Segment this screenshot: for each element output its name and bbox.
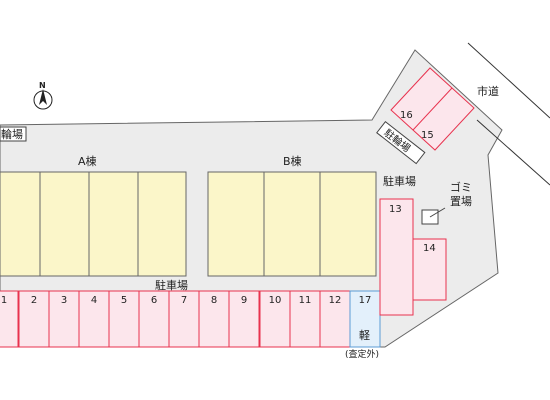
bike-parking-left <box>0 126 27 142</box>
exempt-label: (査定外) <box>345 348 379 360</box>
parking-number-15: 15 <box>421 130 434 141</box>
north-label: N <box>39 81 46 90</box>
parking-number-7: 7 <box>181 295 187 306</box>
parking-number-14: 14 <box>423 243 436 254</box>
parking-space-7 <box>168 290 200 348</box>
parking-space-2 <box>18 290 50 348</box>
parking-space-4 <box>78 290 110 348</box>
garbage-label-2: 置場 <box>450 195 472 208</box>
parking-number-17: 17 <box>359 295 372 306</box>
parking-space-14 <box>412 238 447 301</box>
parking-space-5 <box>108 290 140 348</box>
parking-space-1 <box>0 290 19 348</box>
bike-parking-left-label: 輪場 <box>1 127 23 141</box>
corner-parking <box>390 67 475 151</box>
parking-space-3 <box>48 290 80 348</box>
building-a-label: A棟 <box>78 154 97 168</box>
parking-number-11: 11 <box>299 295 312 306</box>
parking-top-right-label: 駐車場 <box>383 174 416 188</box>
parking-number-13: 13 <box>389 204 402 215</box>
parking-number-12: 12 <box>329 295 342 306</box>
parking-number-4: 4 <box>91 295 97 306</box>
parking-number-10: 10 <box>269 295 282 306</box>
parking-number-16: 16 <box>400 110 413 121</box>
garbage-label-1: ゴミ <box>450 180 472 194</box>
building-b <box>207 171 377 277</box>
parking-number-1: 1 <box>1 295 7 306</box>
parking-space-6 <box>138 290 170 348</box>
road-label: 市道 <box>477 84 499 98</box>
parking-number-5: 5 <box>121 295 127 306</box>
road-line <box>467 42 550 119</box>
garbage-box-icon <box>421 207 446 225</box>
road-line <box>476 119 550 186</box>
parking-number-3: 3 <box>61 295 67 306</box>
north-arrow-icon <box>33 89 53 110</box>
parking-space-17 <box>349 290 381 348</box>
kei-label: 軽 <box>359 329 370 342</box>
parking-number-9: 9 <box>241 295 247 306</box>
parking-space-9 <box>228 290 260 348</box>
parking-number-8: 8 <box>211 295 217 306</box>
parking-space-11 <box>289 290 321 348</box>
building-a <box>0 171 187 277</box>
parking-space-10 <box>259 290 291 348</box>
parking-number-6: 6 <box>151 295 157 306</box>
building-b-label: B棟 <box>283 154 302 168</box>
parking-space-13 <box>379 198 414 316</box>
parking-number-2: 2 <box>31 295 37 306</box>
parking-bottom-label: 駐車場 <box>155 278 188 292</box>
